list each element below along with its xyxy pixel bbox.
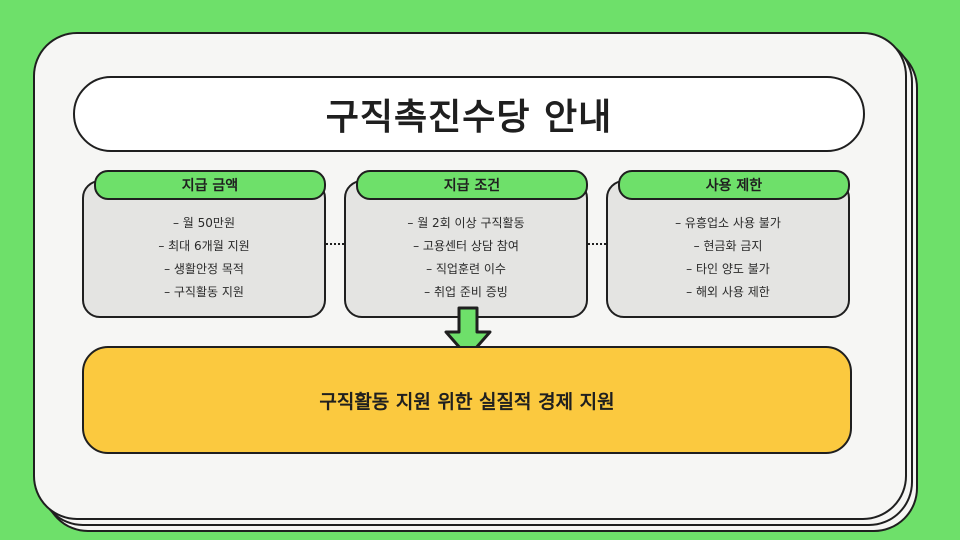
list-item: – 직업훈련 이수	[426, 262, 506, 276]
title-banner: 구직촉진수당 안내	[73, 76, 865, 152]
list-item: – 유흥업소 사용 불가	[675, 216, 781, 230]
dotted-connector	[588, 243, 606, 245]
list-item: – 구직활동 지원	[164, 285, 244, 299]
summary-text: 구직활동 지원 위한 실질적 경제 지원	[319, 390, 615, 413]
panel-amount	[82, 180, 326, 318]
page-title: 구직촉진수당 안내	[325, 97, 613, 138]
panel-conditions-header: 지급 조건	[356, 170, 588, 200]
panel-amount-header: 지급 금액	[94, 170, 326, 200]
list-item: – 고용센터 상담 참여	[413, 239, 519, 253]
panel-restrictions-header: 사용 제한	[618, 170, 850, 200]
list-item: – 월 2회 이상 구직활동	[407, 216, 525, 230]
summary-box: 구직활동 지원 위한 실질적 경제 지원	[82, 346, 852, 454]
list-item: – 취업 준비 증빙	[424, 285, 508, 299]
list-item: – 월 50만원	[172, 216, 236, 230]
list-item: – 타인 양도 불가	[686, 262, 770, 276]
panel-conditions-list: – 월 2회 이상 구직활동 – 고용센터 상담 참여 – 직업훈련 이수 – …	[346, 212, 586, 304]
list-item: – 해외 사용 제한	[686, 285, 770, 299]
panel-restrictions-list: – 유흥업소 사용 불가 – 현금화 금지 – 타인 양도 불가 – 해외 사용…	[608, 212, 848, 304]
panel-conditions	[344, 180, 588, 318]
list-item: – 현금화 금지	[693, 239, 763, 253]
panel-amount-list: – 월 50만원 – 최대 6개월 지원 – 생활안정 목적 – 구직활동 지원	[84, 212, 324, 304]
list-item: – 생활안정 목적	[164, 262, 244, 276]
down-arrow-icon	[444, 306, 492, 359]
list-item: – 최대 6개월 지원	[158, 239, 250, 253]
dotted-connector	[326, 243, 344, 245]
